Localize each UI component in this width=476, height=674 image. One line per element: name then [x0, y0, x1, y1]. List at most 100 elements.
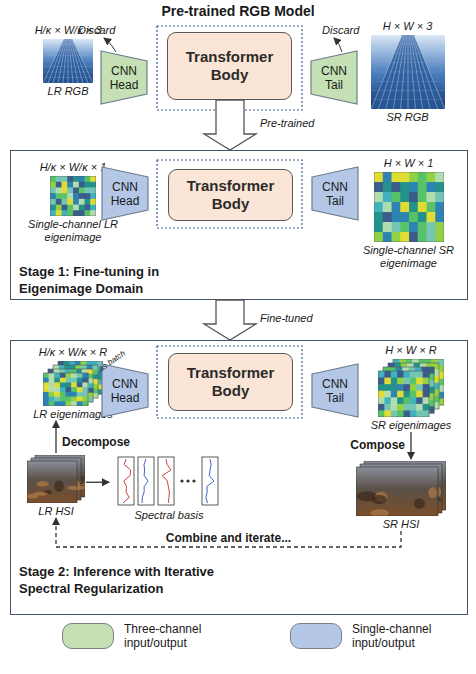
trapezoid-outline	[312, 167, 358, 220]
block-label: Transformer Body	[186, 364, 276, 400]
eigen-cell	[404, 397, 411, 404]
eigen-cell	[54, 397, 60, 402]
eigen-cell	[85, 210, 91, 216]
eigen-cell	[85, 193, 91, 199]
eigen-cell	[416, 410, 423, 417]
eigen-cell	[73, 193, 79, 199]
eigen-cell	[43, 401, 49, 406]
eigen-cell	[391, 371, 398, 378]
eigen-cell	[423, 384, 430, 391]
eigen-cell	[54, 392, 60, 397]
eigen-cell	[404, 410, 411, 417]
eigen-cell	[384, 391, 391, 398]
block-label: CNN Tail	[310, 64, 358, 92]
legend-text: Single-channel input/output	[352, 622, 462, 650]
facade-line	[371, 90, 445, 91]
eigen-cell	[82, 401, 88, 406]
facade-line	[43, 72, 93, 73]
eigen-cell	[71, 373, 77, 378]
eigen-cell	[60, 397, 66, 402]
trapezoid-outline	[312, 364, 358, 417]
eigen-cell	[384, 378, 391, 385]
annotation: Discard	[322, 24, 359, 36]
edge-label: Fine-tuned	[260, 312, 313, 324]
eigen-cell	[77, 401, 83, 406]
eigen-cell	[391, 212, 400, 223]
dimension-label: H × W × 3	[383, 20, 433, 33]
eigen-cell	[67, 176, 73, 182]
eigen-cell	[435, 182, 444, 193]
eigen-bg	[393, 359, 444, 405]
eigen-cell	[62, 205, 68, 211]
eigen-cell	[397, 404, 404, 411]
eigen-bg	[374, 172, 444, 242]
hsi-patch	[371, 509, 389, 516]
connector	[56, 518, 401, 547]
image-caption: LR eigenimages	[33, 408, 113, 421]
eigen-cell	[391, 232, 400, 242]
eigen-cell	[90, 193, 96, 199]
eigen-cell	[67, 210, 73, 216]
eigen-frame	[374, 172, 444, 242]
transformer-box: Transformer Body	[168, 169, 293, 221]
hsi-patch	[67, 486, 85, 490]
eigen-cell	[71, 387, 77, 392]
eigen-frame	[43, 373, 88, 406]
block-arrow	[204, 300, 256, 340]
eigen-bg	[48, 369, 93, 402]
eigen-cell	[49, 401, 55, 406]
eigen-cell	[73, 187, 79, 193]
image-caption: Single-channel SR eigenimage	[356, 244, 461, 270]
eigen-cell	[50, 199, 56, 205]
eigen-frame	[53, 365, 98, 398]
eigen-cell	[397, 397, 404, 404]
eigen-cell	[391, 404, 398, 411]
eigen-cell	[43, 378, 49, 383]
eigen-cell	[435, 202, 444, 213]
hsi-patch	[54, 480, 63, 492]
edge-label: Compose	[350, 438, 405, 452]
eigen-cell	[417, 212, 426, 223]
eigen-cell	[378, 410, 385, 417]
stage-box: Stage 1: Fine-tuning in Eigenimage Domai…	[10, 150, 468, 300]
eigen-cell	[71, 392, 77, 397]
eigen-cell	[90, 210, 96, 216]
eigen-cell	[56, 210, 62, 216]
eigen-cell	[67, 205, 73, 211]
legend-swatch	[62, 623, 114, 649]
eigen-cell	[60, 392, 66, 397]
eigen-cell	[384, 410, 391, 417]
eigen-cell	[79, 199, 85, 205]
eigen-cell	[410, 391, 417, 398]
eigen-cell	[397, 384, 404, 391]
eigen-cell	[43, 373, 49, 378]
eigen-cell	[400, 232, 409, 242]
eigen-cell	[423, 404, 430, 411]
eigen-cell	[90, 176, 96, 182]
hsi-image	[27, 455, 85, 503]
block-label: CNN Tail	[311, 377, 359, 405]
eigen-cell	[400, 172, 409, 183]
eigen-cell	[417, 232, 426, 242]
eigen-frame	[383, 367, 434, 413]
eigen-cell	[60, 378, 66, 383]
eigen-cell	[416, 378, 423, 385]
eigen-cell	[384, 397, 391, 404]
basis-curve	[206, 459, 214, 503]
sky	[371, 35, 445, 109]
eigen-cell	[82, 378, 88, 383]
eigen-bg	[50, 176, 96, 216]
eigen-cell	[77, 397, 83, 402]
eigen-cell	[71, 397, 77, 402]
eigen-cell	[60, 401, 66, 406]
legend-item: Three-channel input/output	[62, 622, 234, 650]
eigen-cell	[404, 371, 411, 378]
image-caption: SR RGB	[386, 111, 428, 124]
image-node: Spectral basis	[109, 453, 229, 522]
eigen-cell	[62, 182, 68, 188]
eigen-cell	[82, 392, 88, 397]
eigen-cell	[426, 192, 435, 203]
eigen-cell	[416, 397, 423, 404]
